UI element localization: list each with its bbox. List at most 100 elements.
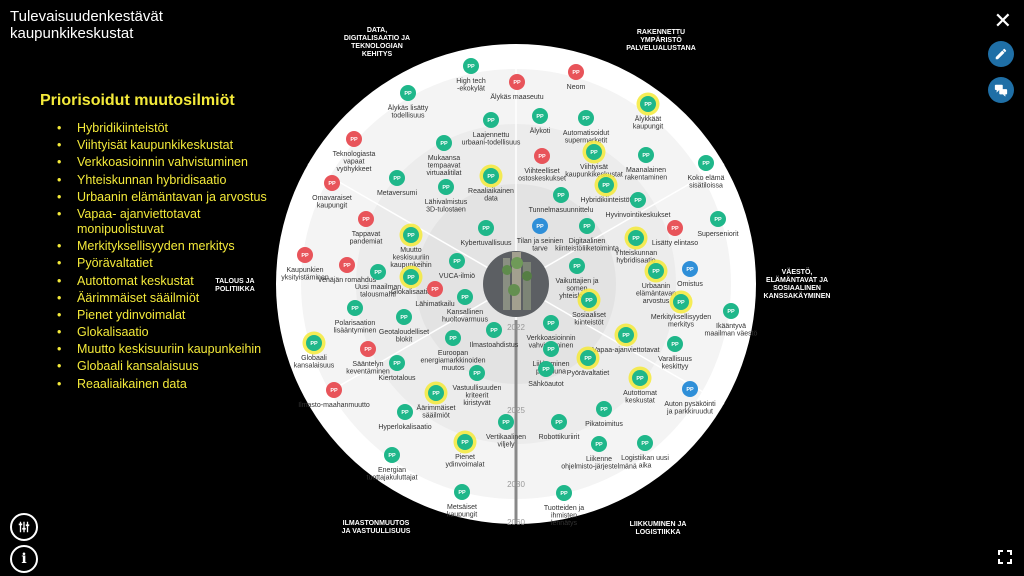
priority-item[interactable]: Vapaa- ajanviettotavat monipuolistuvat — [57, 207, 277, 237]
priority-item[interactable]: Autottomat keskustat — [57, 274, 277, 289]
feedback-button[interactable] — [988, 77, 1014, 103]
priority-item[interactable]: Muutto keskisuuriin kaupunkeihin — [57, 342, 277, 357]
trend-node-dot — [438, 179, 454, 195]
pp-badge: PP — [557, 193, 565, 199]
edit-button[interactable] — [988, 41, 1014, 67]
priority-item[interactable]: Viihtyisät kaupunkikeskustat — [57, 138, 277, 153]
info-button[interactable]: i — [10, 545, 38, 573]
priority-item[interactable]: Reaaliaikainen data — [57, 377, 277, 392]
priority-item[interactable]: Glokalisaatio — [57, 325, 277, 340]
priority-item[interactable]: Äärimmäiset sääilmiöt — [57, 291, 277, 306]
trend-node-dot — [682, 381, 698, 397]
priority-item[interactable]: Urbaanin elämäntavan ja arvostus — [57, 190, 277, 205]
trend-node-dot — [667, 336, 683, 352]
close-icon[interactable]: ✕ — [993, 8, 1012, 33]
priority-item[interactable]: Verkkoasioinnin vahvistuminen — [57, 155, 277, 170]
sector-label-line: YMPÄRISTÖ — [640, 35, 682, 44]
priority-item[interactable]: Pienet ydinvoimalat — [57, 308, 277, 323]
pp-badge: PP — [407, 233, 415, 239]
trend-node-dot — [543, 341, 559, 357]
filter-button[interactable] — [10, 513, 38, 541]
trend-node-dot — [710, 211, 726, 227]
trend-node-dot — [579, 218, 595, 234]
priority-item[interactable]: Globaali kansalaisuus — [57, 359, 277, 374]
fullscreen-icon[interactable] — [998, 550, 1012, 564]
priority-item[interactable]: Hybridikiinteistöt — [57, 121, 277, 136]
priority-item[interactable]: Yhteiskunnan hybridisaatio — [57, 173, 277, 188]
trend-node[interactable]: PPMuuttokeskisuuriinkaupunkeihin — [390, 223, 432, 270]
priority-item[interactable]: Pyörävaltatiet — [57, 256, 277, 271]
priority-item[interactable]: Merkityksellisyyden merkitys — [57, 239, 277, 254]
